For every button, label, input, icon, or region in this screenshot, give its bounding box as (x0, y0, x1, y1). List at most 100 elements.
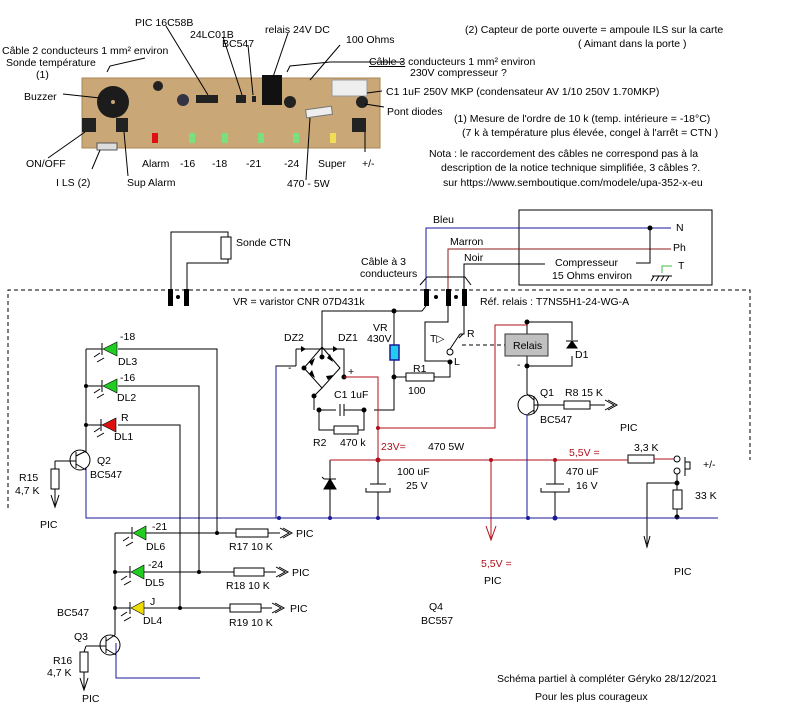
label-r15-value: 4,7 K (15, 485, 40, 497)
label-q3-type: BC547 (57, 607, 90, 619)
label-q4: Q4 (429, 601, 444, 613)
label-r8: R8 15 K (565, 387, 603, 399)
label-bridge-plus: + (348, 366, 355, 378)
label-r18: R18 10 K (226, 580, 270, 592)
label-r2: R2 (313, 437, 327, 449)
label-23v: 23V= (381, 441, 406, 453)
note2-line1: (2) Capteur de porte ouverte = ampoule I… (465, 24, 724, 36)
label-m16: -16 (180, 158, 196, 170)
label-pic-r18: PIC (292, 567, 310, 579)
label-noir: Noir (464, 252, 484, 264)
label-r33k: 33 K (695, 490, 717, 502)
label-r19: R19 10 K (229, 617, 273, 629)
label-vr-voltage: 430V (367, 333, 392, 345)
compressor-box (518, 209, 713, 286)
onoff-switch (82, 118, 96, 132)
supalarm-switch (116, 118, 128, 132)
label-m18: -18 (212, 158, 228, 170)
note1-line1: (1) Mesure de l'ordre de 10 k (temp. int… (454, 113, 711, 125)
label-q4-type: BC557 (421, 615, 454, 627)
nota-line2: description de la notice technique simpl… (441, 162, 701, 174)
wire-marron (447, 248, 671, 289)
label-dl4-tag: J (150, 596, 156, 608)
label-ils: I LS (2) (56, 177, 91, 189)
ils-reed (96, 142, 118, 151)
label-c470: 470 uF (566, 466, 599, 478)
label-relais-photo: relais 24V DC (265, 24, 330, 36)
label-relais: Relais (513, 340, 543, 352)
label-m24: -24 (284, 158, 300, 170)
label-compresseur-ohms: 15 Ohms environ (552, 270, 632, 282)
c1-capacitor (331, 79, 368, 97)
label-switch-L: L (454, 356, 460, 368)
eeprom-chip (236, 95, 246, 103)
label-c1: C1 1uF (334, 389, 369, 401)
label-dl1-tag: R (121, 412, 129, 424)
label-dl5: DL5 (145, 577, 165, 589)
label-dz2: DZ2 (284, 332, 304, 344)
label-dl5-temp: -24 (148, 559, 164, 571)
label-c100: 100 uF (397, 466, 430, 478)
note2-line2: ( Aimant dans la porte ) (578, 38, 687, 50)
label-r1-value: 100 (408, 385, 426, 397)
label-pic-5v5: PIC (484, 575, 502, 587)
label-vr-note: VR = varistor CNR 07D431k (233, 296, 365, 308)
label-pic-pm: PIC (674, 566, 692, 578)
label-onoff: ON/OFF (26, 158, 66, 170)
label-eeprom: 24LC01B (190, 29, 234, 41)
label-pic-r17: PIC (296, 528, 314, 540)
label-pic-q1: PIC (620, 422, 638, 434)
led-dl5 (130, 564, 145, 580)
ground-icon (650, 275, 672, 282)
label-note1: (1) (36, 69, 49, 81)
label-sonde-ctn: Sonde CTN (236, 237, 291, 249)
label-q3: Q3 (74, 631, 89, 643)
label-100ohms: 100 Ohms (346, 34, 395, 46)
label-ref-relais: Réf. relais : T7NS5H1-24-WG-A (480, 296, 630, 308)
label-pic-r19: PIC (290, 603, 308, 615)
label-alarm: Alarm (142, 158, 170, 170)
label-cable2: Câble 2 conducteurs 1 mm² environ (2, 45, 169, 57)
earth-wire (661, 265, 672, 273)
footer-line1: Schéma partiel à compléter Géryko 28/12/… (497, 673, 718, 685)
label-dl3-temp: -18 (120, 331, 136, 343)
pcb-photo (47, 25, 403, 181)
label-r1: R1 (413, 363, 427, 375)
label-q2-type: BC547 (90, 469, 123, 481)
label-bc547-photo: BC547 (222, 38, 255, 50)
connectors (168, 289, 467, 306)
footer-line2: Pour les plus courageux (535, 691, 648, 703)
note1-line2: (7 k à température plus élevée, congel à… (462, 127, 719, 139)
label-dz1: DZ1 (338, 332, 358, 344)
label-thermal: T▷ (430, 333, 445, 345)
label-pic-q3: PIC (82, 693, 100, 705)
led-dl6 (132, 525, 147, 541)
label-supalarm: Sup Alarm (127, 177, 176, 189)
led-dl4 (130, 600, 145, 616)
label-5v5: 5,5V = (569, 447, 600, 459)
label-cable3-l1: Câble à 3 (361, 256, 406, 268)
wire-bleu (425, 227, 671, 289)
label-bleu: Bleu (433, 214, 455, 226)
label-relay-minus: - (517, 359, 521, 371)
nota-line3: sur https://www.semboutique.com/modele/u… (443, 177, 703, 189)
wire-noir (463, 263, 545, 289)
label-r15: R15 (19, 472, 39, 484)
label-marron: Marron (450, 236, 484, 248)
label-cable3-l2: conducteurs (360, 268, 418, 280)
label-T: T (678, 260, 685, 272)
label-super: Super (318, 158, 347, 170)
label-r2-value: 470 k (340, 437, 366, 449)
label-c100-voltage: 25 V (406, 480, 428, 492)
label-dl2-temp: -16 (120, 372, 136, 384)
label-dl6: DL6 (146, 541, 166, 553)
pic-chip (196, 95, 218, 103)
label-switch-R: R (467, 328, 475, 340)
label-Ph: Ph (673, 242, 686, 254)
label-r16-value: 4,7 K (47, 667, 72, 679)
label-plusminus-photo: +/- (362, 158, 375, 170)
label-q1-type: BC547 (540, 414, 573, 426)
label-bridge-minus: - (288, 362, 292, 374)
label-pont-diodes: Pont diodes (387, 106, 443, 118)
relay-component (262, 75, 282, 105)
